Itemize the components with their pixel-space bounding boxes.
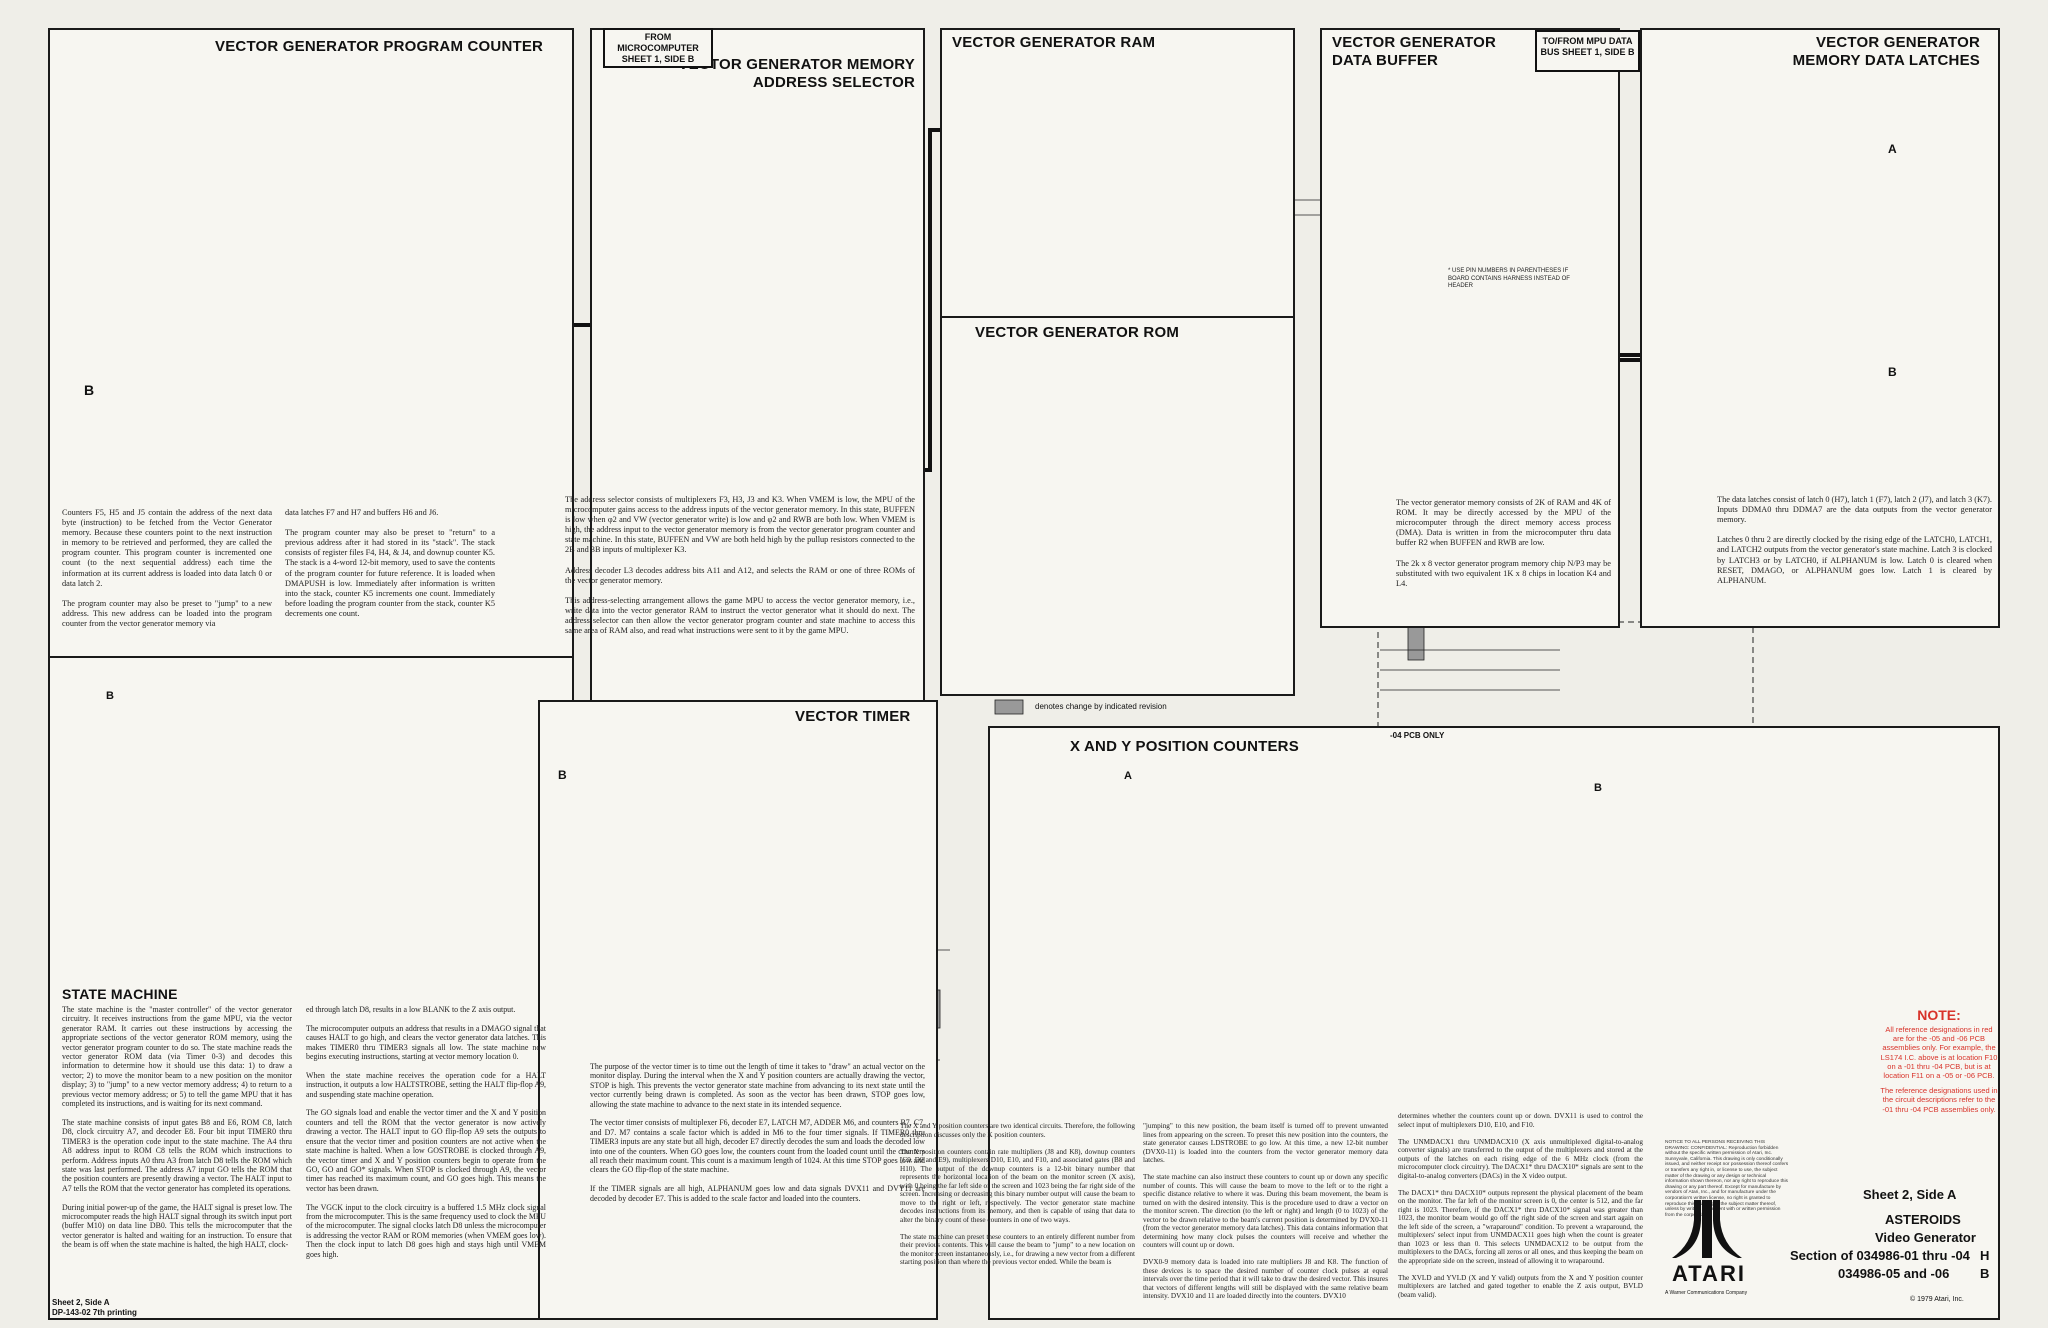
confidential-notice: NOTICE TO ALL PERSONS RECEIVING THIS DRA…	[1665, 1140, 1789, 1218]
red-note-line1: All reference designations in red are fo…	[1880, 1025, 1998, 1081]
data-buffer-panel	[1320, 28, 1620, 628]
arrow-a-xy-label: A	[1124, 770, 1132, 782]
footer-sheet: Sheet 2, Side A	[52, 1298, 110, 1307]
address-selector-panel	[590, 28, 925, 706]
address-selector-text: The address selector consists of multipl…	[565, 495, 915, 636]
data-buffer-note: * USE PIN NUMBERS IN PARENTHESES IF BOAR…	[1448, 268, 1570, 289]
data-buffer-text: The vector generator memory consists of …	[1396, 498, 1611, 588]
from-microcomputer-box: FROM MICROCOMPUTER SHEET 1, SIDE B	[603, 28, 713, 68]
copyright: © 1979 Atari, Inc.	[1910, 1296, 1964, 1303]
xy-counters-text-col3: determines whether the counters count up…	[1398, 1112, 1643, 1299]
vector-timer-panel	[538, 700, 938, 1320]
title-rev1: H	[1980, 1248, 1990, 1263]
red-note-line2: The reference designations used in the c…	[1880, 1086, 1998, 1114]
to-from-mpu-box: TO/FROM MPU DATA BUS SHEET 1, SIDE B	[1535, 30, 1640, 72]
state-machine-panel	[48, 658, 574, 1320]
title-line2: 034986-05 and -06	[1838, 1266, 1950, 1281]
vector-timer-text: The purpose of the vector timer is to ti…	[590, 1062, 925, 1203]
data-latches-panel	[1640, 28, 2000, 628]
atari-wordmark: ATARI	[1672, 1261, 1746, 1286]
vector-timer-title: VECTOR TIMER	[795, 708, 911, 725]
program-counter-panel	[48, 28, 574, 658]
data-latches-text: The data latches consist of latch 0 (H7)…	[1717, 495, 1992, 585]
arrow-b-left-label: B	[84, 382, 95, 398]
revision-legend-text: denotes change by indicated revision	[1035, 702, 1167, 711]
arrow-b-xy-label: B	[1594, 782, 1602, 794]
vector-ram-panel	[940, 28, 1295, 318]
xy-counters-text-col1: The X and Y position counters are two id…	[900, 1122, 1135, 1266]
red-note: NOTE: All reference designations in red …	[1880, 1007, 1998, 1114]
state-machine-title: STATE MACHINE	[62, 986, 178, 1002]
address-selector-title: VECTOR GENERATOR MEMORY ADDRESS SELECTOR	[678, 56, 915, 91]
data-latches-title: VECTOR GENERATOR MEMORY DATA LATCHES	[1792, 34, 1980, 69]
vector-rom-title: VECTOR GENERATOR ROM	[975, 324, 1180, 341]
program-counter-text-col1: Counters F5, H5 and J5 contain the addre…	[62, 508, 272, 629]
arrow-b-state-label: B	[106, 690, 114, 702]
program-counter-text-col2: data latches F7 and H7 and buffers H6 an…	[285, 508, 495, 618]
vector-ram-title: VECTOR GENERATOR RAM	[952, 34, 1156, 51]
vector-rom-panel	[940, 318, 1295, 696]
program-counter-title: VECTOR GENERATOR PROGRAM COUNTER	[215, 38, 544, 55]
arrow-a-latch-label: A	[1888, 142, 1897, 156]
state-machine-text-col2: ed through latch D8, results in a low BL…	[306, 1005, 546, 1259]
atari-logo: ATARI	[1672, 1200, 1744, 1286]
state-machine-text-col1: The state machine is the "master control…	[62, 1005, 292, 1250]
title-rev2: B	[1980, 1266, 1990, 1281]
atari-subline: A Warner Communications Company	[1665, 1290, 1748, 1296]
xy-counters-panel	[988, 726, 2000, 1320]
xy-counters-title: X AND Y POSITION COUNTERS	[1070, 738, 1299, 755]
title-game: ASTEROIDS	[1885, 1212, 1961, 1227]
arrow-b-latch-label: B	[1888, 365, 1897, 379]
data-buffer-title: VECTOR GENERATOR DATA BUFFER	[1332, 34, 1497, 69]
title-block: Sheet 2, Side A ASTEROIDS Video Generato…	[1660, 1178, 2000, 1318]
atari-fuji-icon	[1672, 1200, 1742, 1258]
pcb-only-label: -04 PCB ONLY	[1390, 731, 1445, 740]
title-sheet: Sheet 2, Side A	[1863, 1187, 1957, 1202]
footer-printing: DP-143-02 7th printing	[52, 1308, 137, 1317]
title-section: Video Generator	[1875, 1230, 1976, 1245]
red-note-heading: NOTE:	[1917, 1007, 1961, 1023]
title-line1: Section of 034986-01 thru -04	[1790, 1248, 1970, 1263]
arrow-b-timer-label: B	[558, 768, 567, 782]
xy-counters-text-col2: "jumping" to this new position, the beam…	[1143, 1122, 1388, 1300]
